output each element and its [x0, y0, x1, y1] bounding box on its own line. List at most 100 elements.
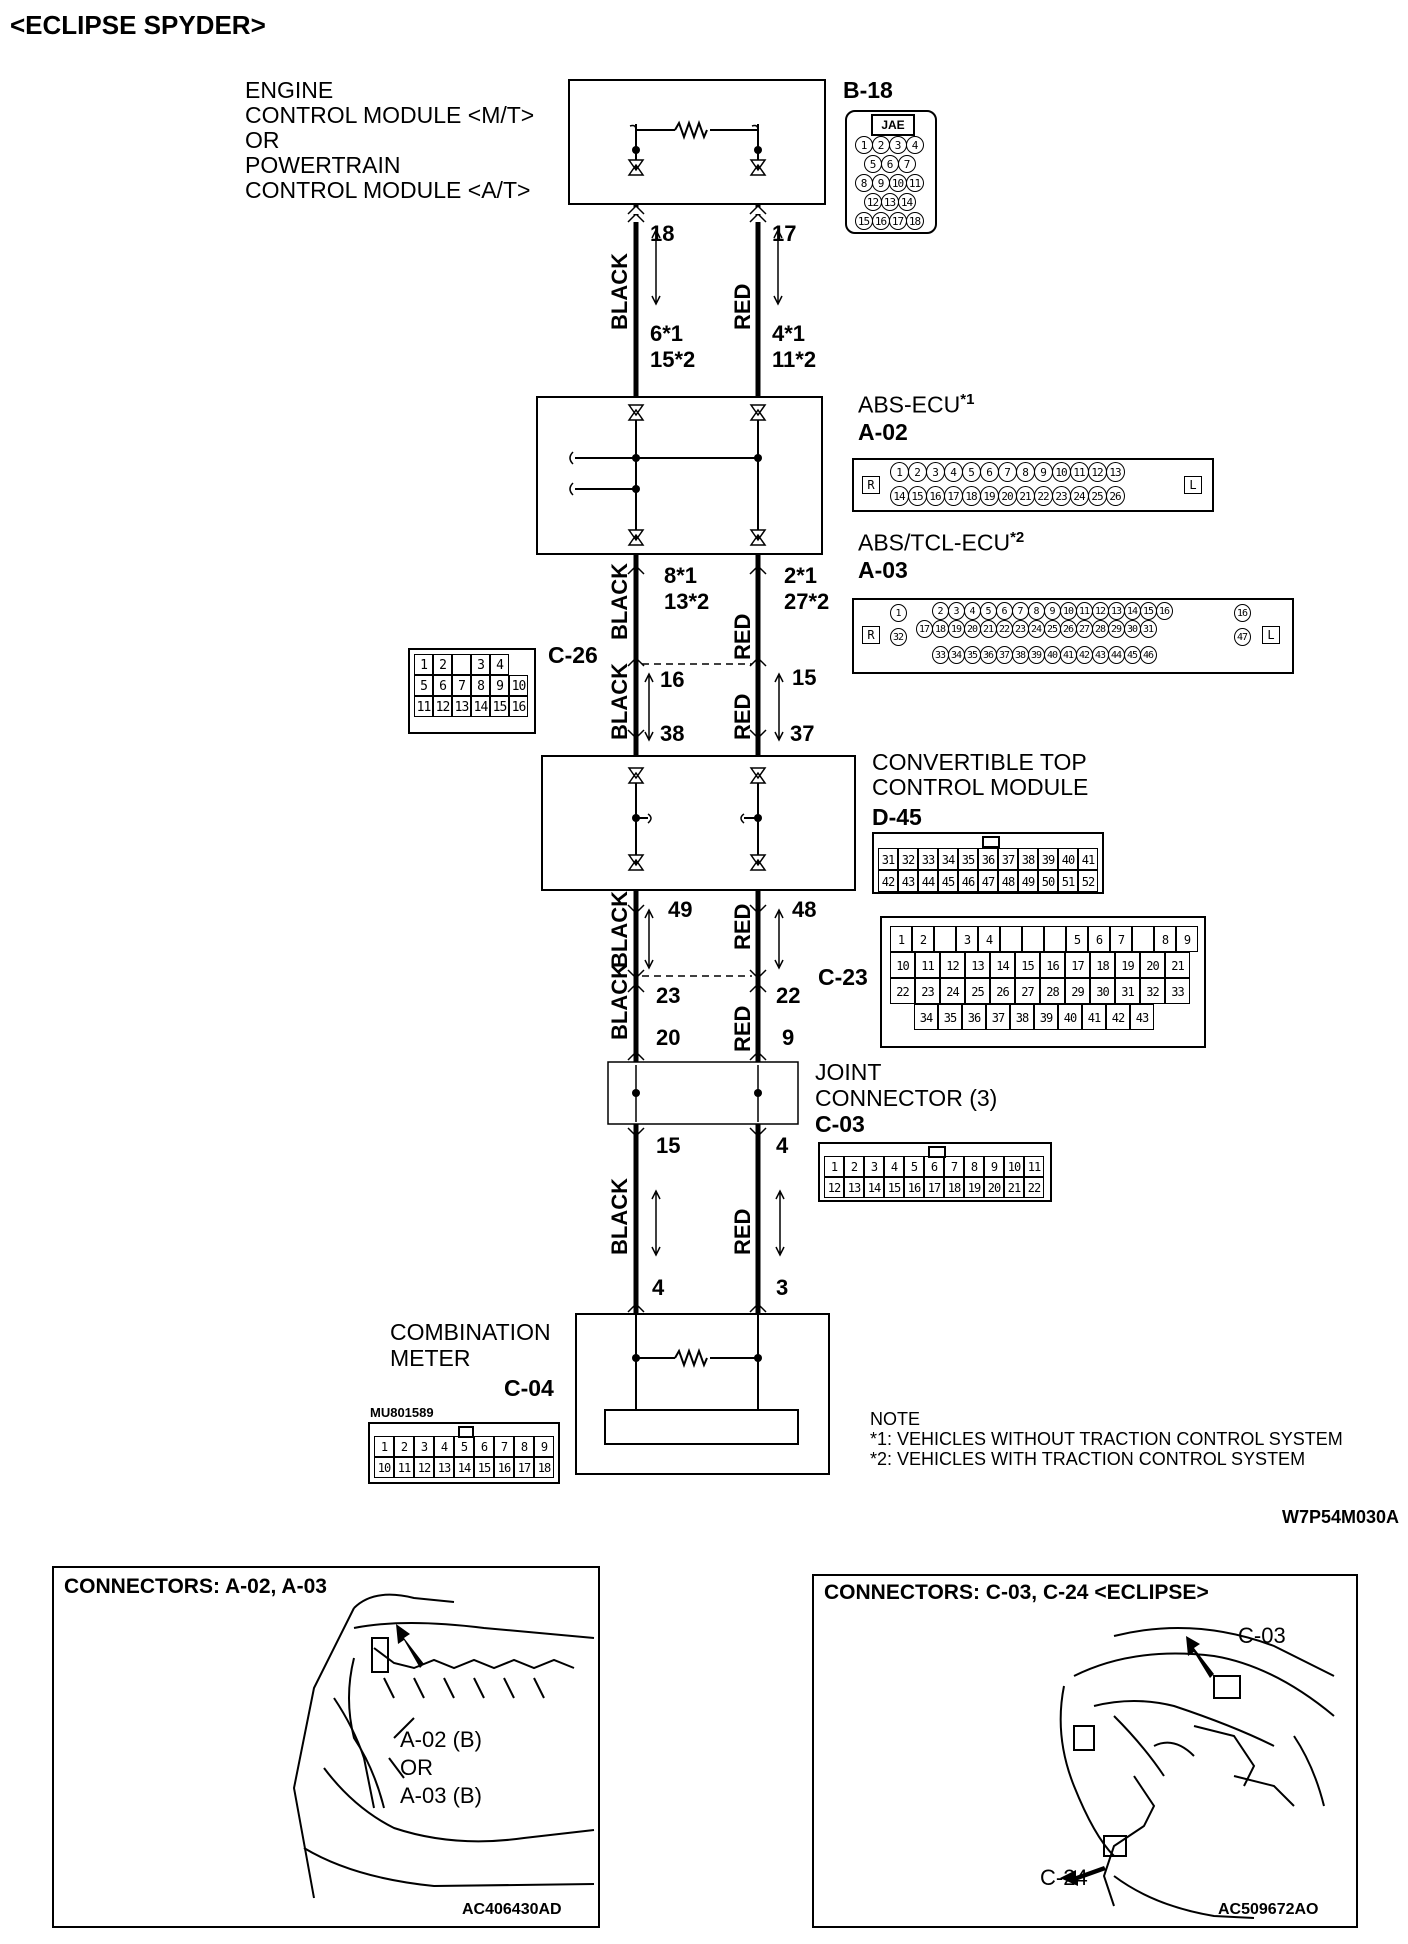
connector-pin: 12: [1087, 462, 1107, 482]
connector-pin: 6: [979, 462, 999, 482]
panel-right-label-c03: C-03: [1238, 1623, 1286, 1648]
wire-color-red-4: RED: [730, 903, 755, 950]
connector-pin: 21: [1165, 952, 1190, 978]
connector-pin: 11: [1075, 602, 1093, 620]
pin-d45-top-right: 37: [790, 721, 815, 746]
connector-pin: 1: [889, 462, 909, 482]
connector-pin: 13: [452, 696, 471, 717]
pin-abs-bot-left-2: 13*2: [664, 589, 710, 614]
connector-pin: 1: [890, 926, 912, 952]
connector-pin: 3: [925, 462, 945, 482]
connector-pin: 8: [471, 675, 490, 696]
ecm-label-2: CONTROL MODULE <M/T>: [245, 102, 535, 128]
abs-ecu-name: ABS-ECU*1: [858, 391, 975, 418]
connector-pin: 2: [912, 926, 934, 952]
meter-resistor: [674, 1348, 708, 1368]
connector-pin: 31: [878, 848, 898, 870]
connector-pin: 17: [1065, 952, 1090, 978]
pin-c03-bot-left: 15: [656, 1133, 681, 1158]
note-2: *2: VEHICLES WITH TRACTION CONTROL SYSTE…: [870, 1449, 1306, 1469]
connector-pin: 9: [1033, 462, 1053, 482]
connector-pin: 25: [1087, 486, 1107, 506]
connector-pin: 34: [947, 646, 965, 664]
pin-c03-top-right: 9: [782, 1025, 795, 1050]
connector-pin: 17: [915, 620, 933, 638]
connector-pin: 25: [1043, 620, 1061, 638]
connector-pin: 36: [962, 1004, 986, 1030]
ecm-code: B-18: [843, 77, 893, 103]
connector-pin: 34: [938, 848, 958, 870]
connector-pin: 33: [1165, 978, 1190, 1004]
connector-pin: 10: [1059, 602, 1077, 620]
connector-pin: 39: [1038, 848, 1058, 870]
connector-pin: 12: [824, 1177, 844, 1198]
wire-color-red-5: RED: [730, 1005, 755, 1052]
panel-left-label-or: OR: [400, 1755, 433, 1780]
connector-pin: 18: [534, 1457, 554, 1478]
connector-pin: 38: [1010, 1004, 1034, 1030]
connector-pin: 21: [1015, 486, 1035, 506]
connector-pin: 18: [961, 486, 981, 506]
connector-pin: 6: [924, 1156, 944, 1177]
meter-label-1: COMBINATION: [390, 1319, 551, 1345]
connector-pin: 43: [1130, 1004, 1154, 1030]
connector-pin: 35: [958, 848, 978, 870]
connector-pin: 23: [1011, 620, 1029, 638]
connector-pin: 47: [1233, 628, 1251, 646]
connector-pin: 5: [454, 1436, 474, 1457]
connector-pin: 45: [938, 870, 958, 892]
connector-pin: 19: [979, 486, 999, 506]
connector-pin: 27: [1075, 620, 1093, 638]
connector-pin: 16: [1040, 952, 1065, 978]
connector-pin: 39: [1027, 646, 1045, 664]
connector-pin: 10: [888, 174, 907, 192]
connector-pin: 1: [854, 136, 873, 154]
connector-pin: 41: [1078, 848, 1098, 870]
connector-pin: 5: [904, 1156, 924, 1177]
connector-pin: 25: [965, 978, 990, 1004]
connector-pin: 46: [1139, 646, 1157, 664]
convertible-box: [541, 755, 856, 891]
connector-pin: 4: [490, 654, 509, 675]
dash-harness-illustration: [1059, 1627, 1335, 1919]
abs-tcl-ecu-name: ABS/TCL-ECU*2: [858, 529, 1025, 556]
connector-pin: 20: [963, 620, 981, 638]
connector-pin: 12: [414, 1457, 434, 1478]
pin-c26-right: 15: [792, 665, 817, 690]
connector-pin: 15: [490, 696, 509, 717]
panel-left-code: AC406430AD: [462, 1901, 562, 1918]
connector-pin: 31: [1115, 978, 1140, 1004]
connector-pin: 18: [905, 212, 924, 230]
connector-pin: 5: [414, 675, 433, 696]
connector-pin: 41: [1059, 646, 1077, 664]
connector-pin: 23: [915, 978, 940, 1004]
connector-pin: 39: [1034, 1004, 1058, 1030]
a02-l-mark: L: [1184, 476, 1202, 494]
connector-pin: 3: [864, 1156, 884, 1177]
meter-box: [575, 1313, 830, 1475]
connector-pin: 21: [1004, 1177, 1024, 1198]
connector-pin: 3: [956, 926, 978, 952]
connector-pin: 15: [1015, 952, 1040, 978]
ecm-label-5: CONTROL MODULE <A/T>: [245, 177, 531, 203]
connector-pin: 35: [938, 1004, 962, 1030]
pin-ecm-right: 17: [772, 221, 797, 246]
connector-pin: 3: [888, 136, 907, 154]
joint-label-1: JOINT: [815, 1059, 882, 1085]
junction-dot: [632, 146, 640, 154]
connector-pin: 17: [514, 1457, 534, 1478]
connector-pin: 10: [1051, 462, 1071, 482]
connector-pin: 2: [844, 1156, 864, 1177]
connector-pin: 16: [1155, 602, 1173, 620]
connector-pin: 27: [1015, 978, 1040, 1004]
joint-box: [607, 1061, 799, 1125]
connector-pin: 10: [890, 952, 915, 978]
connector-pin: 30: [1123, 620, 1141, 638]
abs-ecu-code: A-02: [858, 419, 908, 445]
connector-pin: 19: [1115, 952, 1140, 978]
connector-pin: 14: [864, 1177, 884, 1198]
connector-pin: 11: [394, 1457, 414, 1478]
